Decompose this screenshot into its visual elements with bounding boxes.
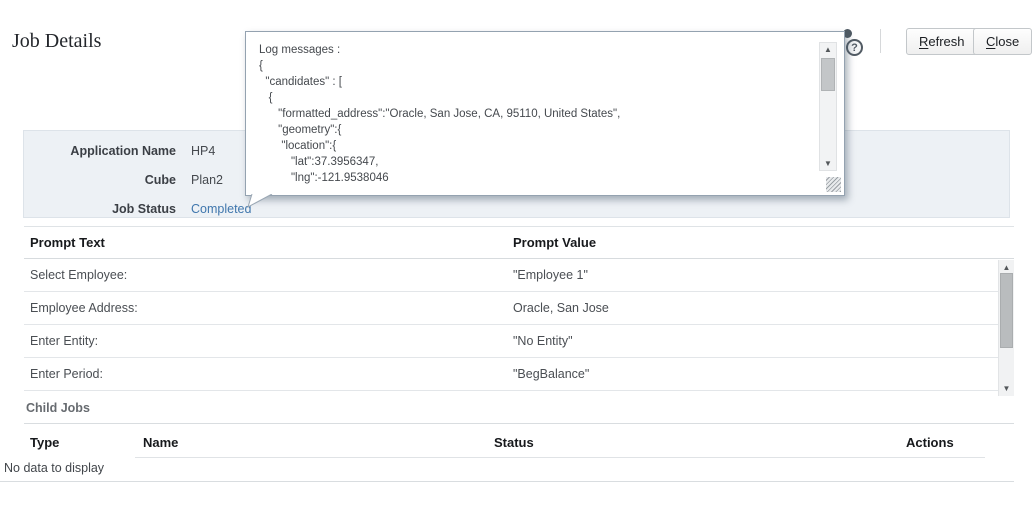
column-header-prompt-value: Prompt Value bbox=[513, 235, 597, 250]
scroll-down-icon[interactable]: ▼ bbox=[824, 159, 832, 168]
prompt-value-cell: "BegBalance" bbox=[513, 367, 590, 381]
prompt-text-cell: Employee Address: bbox=[30, 301, 138, 315]
log-line: "location":{ bbox=[259, 140, 337, 152]
column-header-type: Type bbox=[30, 435, 60, 450]
notification-dot-icon bbox=[843, 29, 852, 38]
log-line: "lng":-121.9538046 bbox=[259, 172, 389, 184]
log-line: "formatted_address":"Oracle, San Jose, C… bbox=[259, 108, 621, 120]
refresh-button-label: efresh bbox=[928, 34, 965, 49]
field-label-application-name: Application Name bbox=[70, 143, 176, 158]
prompt-text-cell: Enter Entity: bbox=[30, 334, 99, 348]
prompt-value-cell: Oracle, San Jose bbox=[513, 301, 609, 315]
scroll-up-icon[interactable]: ▲ bbox=[1002, 263, 1011, 272]
refresh-button-mnemonic: R bbox=[919, 34, 929, 49]
empty-table-message: No data to display bbox=[4, 461, 105, 475]
prompt-value-cell: "Employee 1" bbox=[513, 268, 588, 282]
column-header-actions: Actions bbox=[906, 435, 954, 450]
prompt-text-cell: Enter Period: bbox=[30, 367, 103, 381]
summary-row-job-status: Job Status Completed bbox=[24, 194, 1009, 223]
column-header-name: Name bbox=[143, 435, 179, 450]
divider bbox=[135, 457, 985, 458]
prompt-text-cell: Select Employee: bbox=[30, 268, 128, 282]
log-line: "candidates" : [ bbox=[259, 76, 342, 88]
summary-row-application: Application Name HP4 bbox=[24, 136, 1009, 165]
column-header-prompt-text: Prompt Text bbox=[30, 235, 105, 250]
column-header-status: Status bbox=[494, 435, 534, 450]
summary-row-cube: Cube Plan2 bbox=[24, 165, 1009, 194]
child-jobs-section-label: Child Jobs bbox=[26, 401, 90, 415]
field-value-application-name: HP4 bbox=[191, 143, 216, 158]
prompts-table: Prompt Text Prompt Value Select Employee… bbox=[24, 226, 1014, 396]
log-line: Log messages : bbox=[259, 44, 341, 56]
popup-scrollbar[interactable]: ▲ ▼ bbox=[819, 42, 837, 171]
job-status-link[interactable]: Completed bbox=[191, 201, 252, 216]
divider bbox=[24, 423, 1014, 424]
log-line: { bbox=[259, 92, 273, 104]
field-label-cube: Cube bbox=[144, 172, 176, 187]
log-line: "lat":37.3956347, bbox=[259, 156, 379, 168]
log-messages-popup: Log messages : { "candidates" : [ { "for… bbox=[245, 31, 845, 208]
field-label-job-status: Job Status bbox=[112, 201, 176, 216]
page-title: Job Details bbox=[12, 30, 102, 52]
table-row: Enter Period: "BegBalance" bbox=[24, 358, 1014, 391]
close-button-mnemonic: C bbox=[986, 34, 996, 49]
table-row: Employee Address: Oracle, San Jose bbox=[24, 292, 1014, 325]
prompts-table-header: Prompt Text Prompt Value bbox=[24, 227, 1014, 259]
log-line: { bbox=[259, 60, 263, 72]
scrollbar-thumb[interactable] bbox=[821, 58, 835, 91]
scrollbar-thumb[interactable] bbox=[1000, 273, 1013, 348]
toolbar-separator bbox=[880, 29, 881, 53]
scroll-up-icon[interactable]: ▲ bbox=[824, 45, 832, 54]
divider bbox=[0, 481, 1014, 482]
help-icon[interactable]: ? bbox=[846, 39, 863, 56]
prompt-value-cell: "No Entity" bbox=[513, 334, 573, 348]
field-value-cube: Plan2 bbox=[191, 172, 223, 187]
scroll-down-icon[interactable]: ▼ bbox=[1002, 384, 1011, 393]
resize-grip-icon[interactable] bbox=[826, 177, 841, 192]
log-line: "geometry":{ bbox=[259, 124, 342, 136]
table-scrollbar[interactable]: ▲ ▼ bbox=[998, 260, 1014, 396]
close-button-label: lose bbox=[995, 34, 1020, 49]
table-row: Select Employee: "Employee 1" bbox=[24, 259, 1014, 292]
popup-callout-arrow bbox=[247, 194, 273, 208]
table-row: Enter Entity: "No Entity" bbox=[24, 325, 1014, 358]
